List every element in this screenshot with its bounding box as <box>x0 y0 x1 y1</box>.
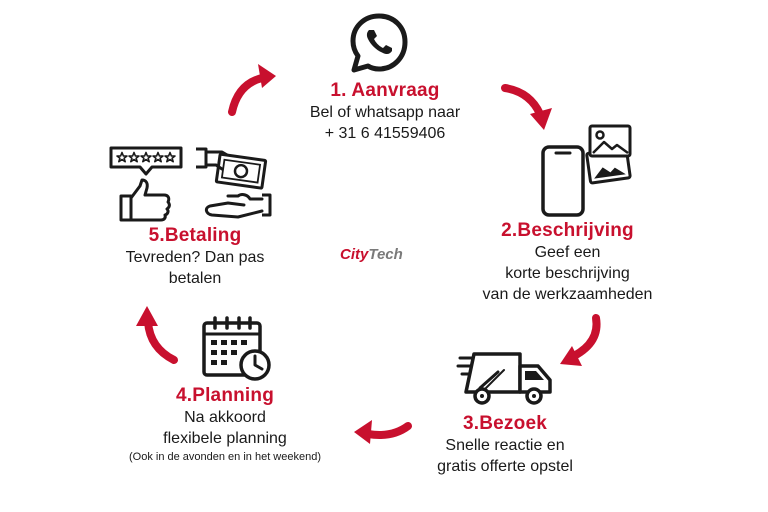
step-line: Na akkoord <box>184 409 266 426</box>
step-line: gratis offerte opstel <box>437 458 573 475</box>
calendar-clock-icon <box>202 316 271 381</box>
step-line: Bel of whatsapp naar <box>309 104 461 121</box>
brand-logo-part2: Tech <box>368 246 403 263</box>
step-line: + 31 6 41559406 <box>324 125 446 142</box>
delivery-truck-icon <box>456 352 552 405</box>
step-line: Geef een <box>534 244 601 261</box>
step-line: Snelle reactie en <box>445 437 565 454</box>
step-aanvraag: 1. Aanvraag Bel of whatsapp naar + 31 6 … <box>270 80 500 144</box>
arrowhead-bezoek-to-planning <box>354 420 372 444</box>
whatsapp-icon <box>350 13 408 73</box>
step-planning: 4.Planning Na akkoord flexibele planning… <box>95 385 355 465</box>
step-title: 4.Planning <box>175 385 275 406</box>
arrow-betaling-to-aanvraag <box>228 74 266 116</box>
step-note: (Ook in de avonden en in het weekend) <box>128 451 322 463</box>
step-title: 1. Aanvraag <box>330 80 440 101</box>
thumbs-up-icon <box>119 178 171 222</box>
step-beschrijving: 2.Beschrijving Geef een korte beschrijvi… <box>445 220 690 305</box>
arrow-bezoek-to-planning <box>364 422 412 439</box>
arrowhead-aanvraag-to-beschrijving <box>530 108 552 130</box>
step-bezoek: 3.Bezoek Snelle reactie en gratis offert… <box>410 413 600 477</box>
arrow-planning-to-betaling <box>144 318 178 364</box>
step-line: flexibele planning <box>163 430 287 447</box>
brand-logo-part1: City <box>340 246 369 263</box>
cash-payment-icon <box>196 147 272 219</box>
step-line: betalen <box>168 270 222 287</box>
step-betaling: 5.Betaling Tevreden? Dan pas betalen <box>80 225 310 289</box>
step-title: 3.Bezoek <box>463 413 547 434</box>
phone-photos-icon <box>541 124 632 217</box>
step-title: 2.Beschrijving <box>501 220 634 241</box>
brand-logo: CityTech <box>340 244 440 266</box>
arrowhead-planning-to-betaling <box>136 306 158 326</box>
arrowhead-betaling-to-aanvraag <box>258 64 276 88</box>
arrowhead-beschrijving-to-bezoek <box>560 346 582 366</box>
rating-stars-icon <box>109 146 183 176</box>
step-line: Tevreden? Dan pas <box>125 249 265 266</box>
arrow-aanvraag-to-beschrijving <box>501 84 544 118</box>
arrow-beschrijving-to-bezoek <box>570 314 601 360</box>
step-line: van de werkzaamheden <box>482 286 653 303</box>
step-line: korte beschrijving <box>505 265 630 282</box>
step-title: 5.Betaling <box>148 225 242 246</box>
